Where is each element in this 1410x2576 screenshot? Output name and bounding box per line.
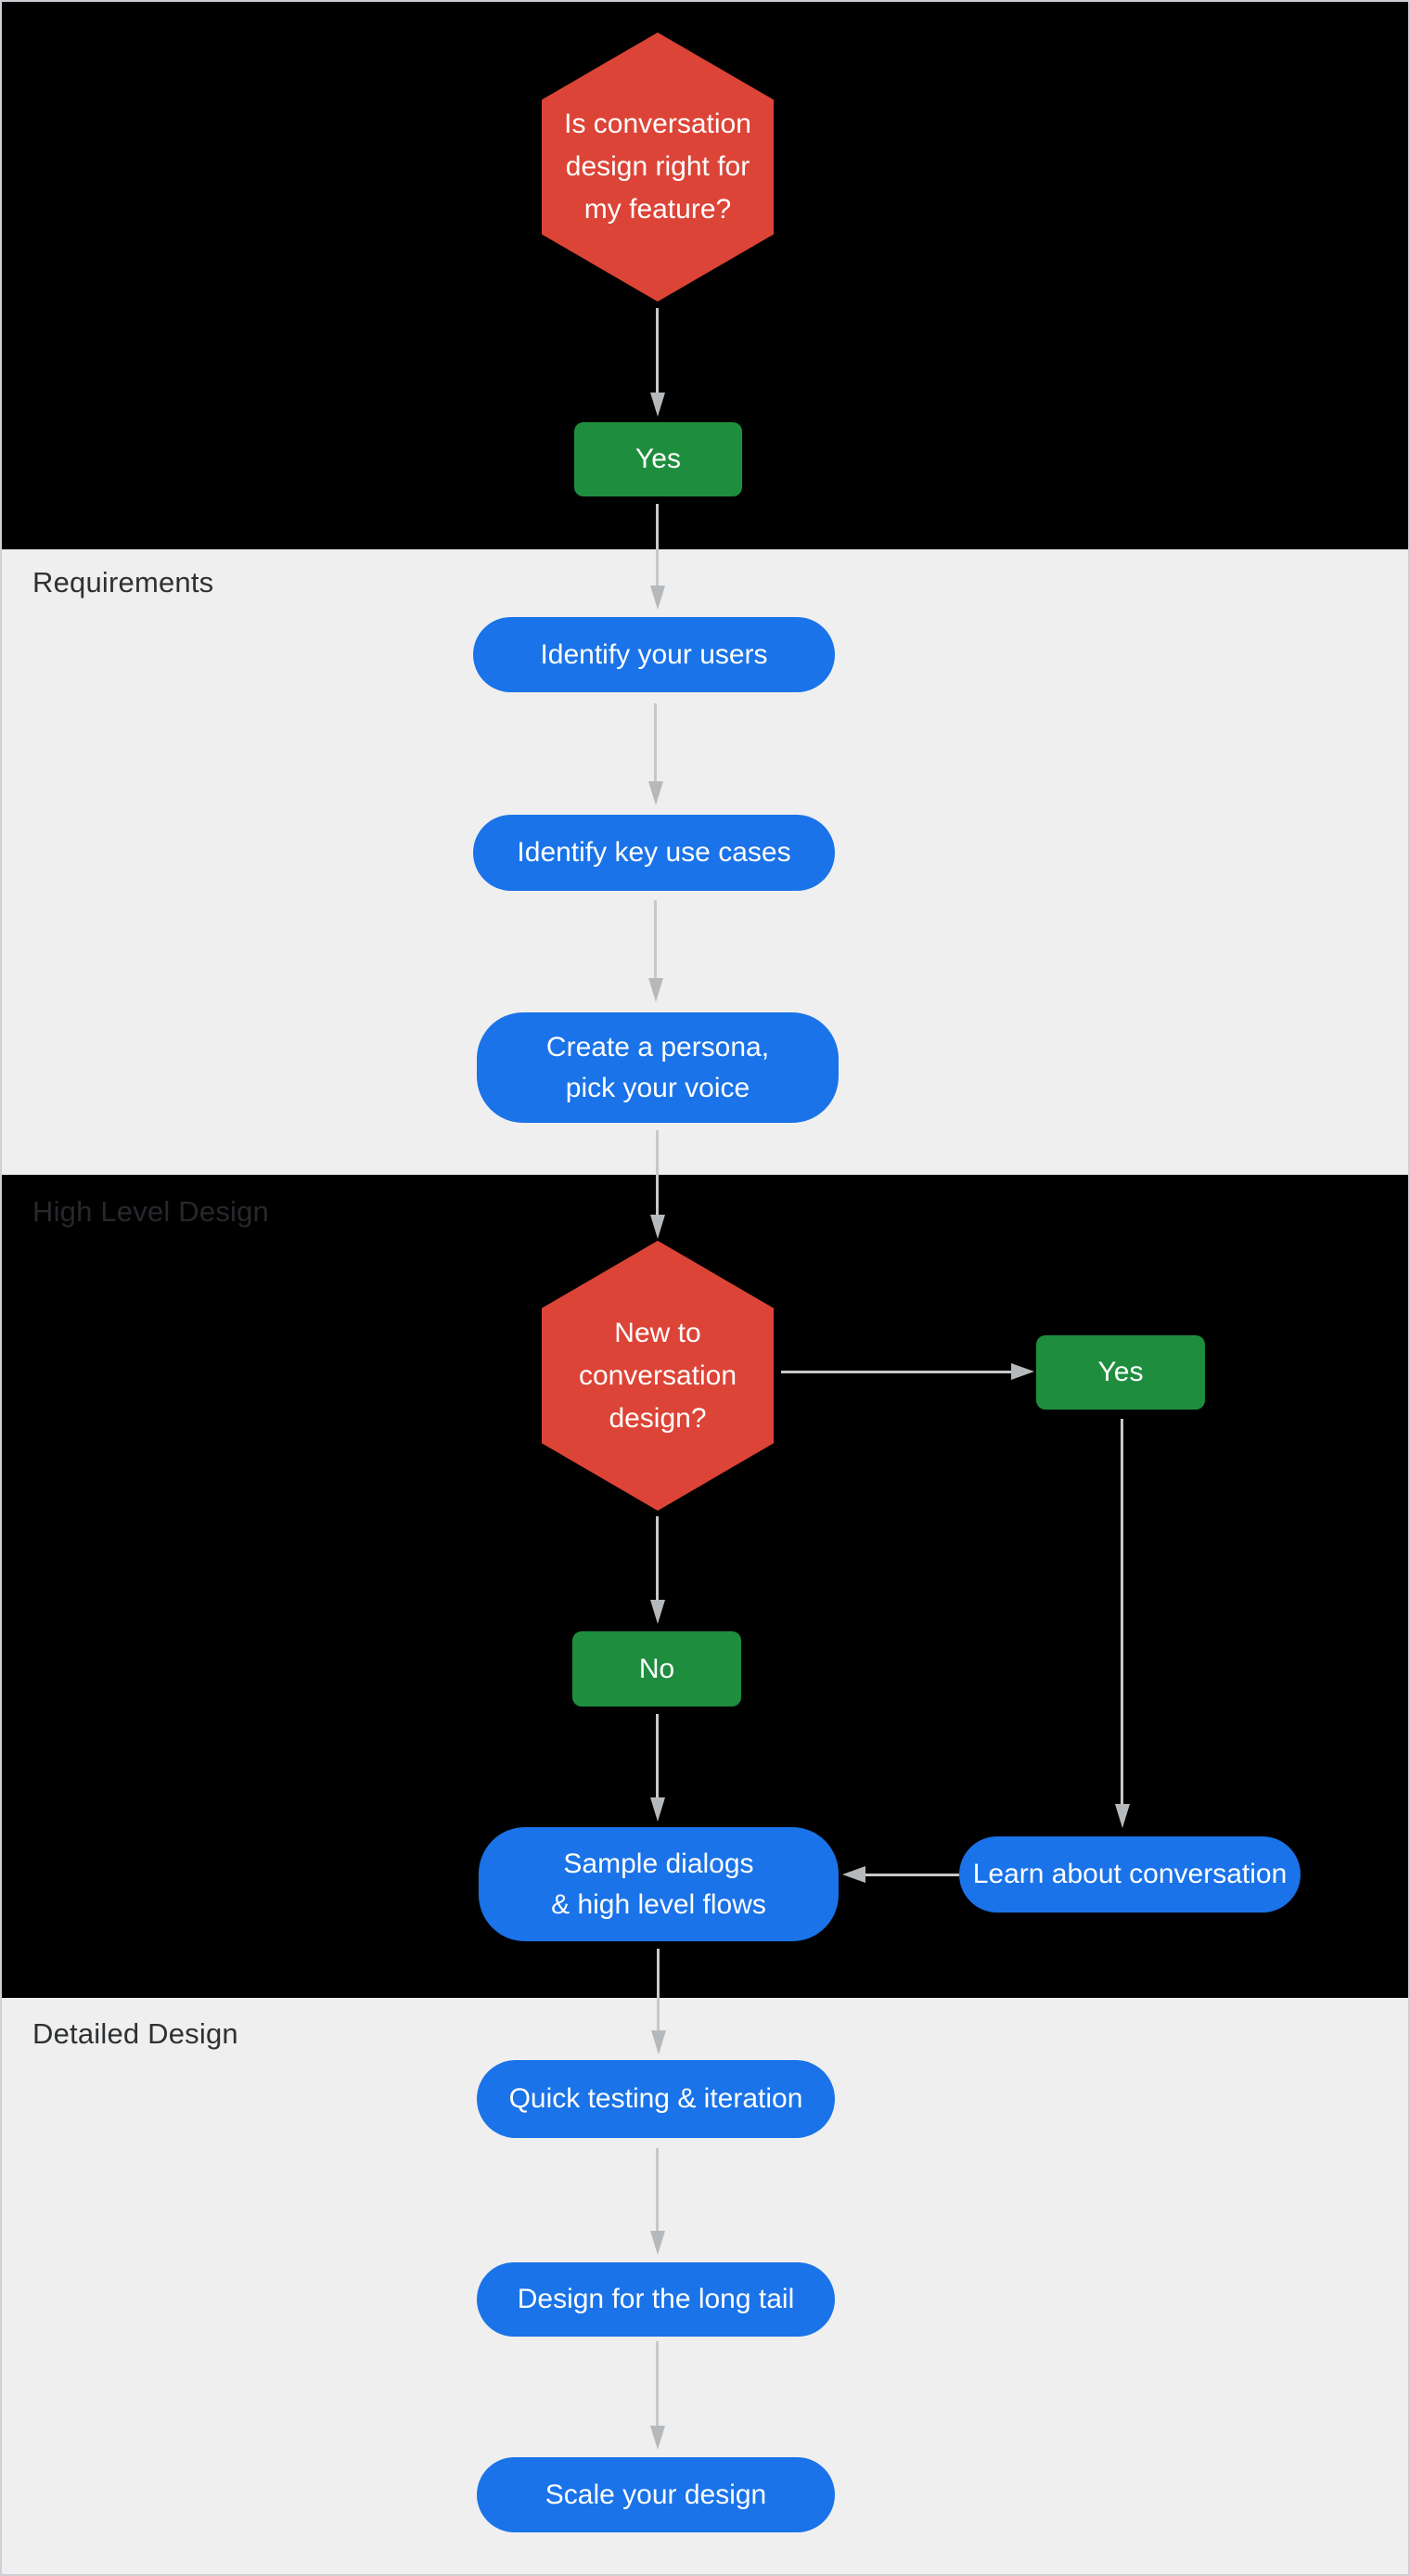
connector-line: [656, 308, 659, 396]
connector-line: [657, 1949, 660, 2034]
step-sample-dialogs-high-level-flows[interactable]: Sample dialogs & high level flows: [479, 1827, 839, 1941]
decision-new-to-conversation-design: New to conversation design?: [542, 1241, 774, 1511]
connector-line: [781, 1371, 1013, 1373]
arrowhead-down-icon: [650, 1600, 665, 1624]
decision-feature-fit: Is conversation design right for my feat…: [542, 32, 774, 302]
connector-line: [1121, 1419, 1123, 1806]
arrowhead-down-icon: [648, 781, 663, 805]
step-identify-key-use-cases[interactable]: Identify key use cases: [473, 815, 835, 891]
connector-line: [654, 900, 657, 982]
connector-line: [656, 1130, 659, 1217]
arrowhead-down-icon: [650, 1215, 665, 1239]
arrowhead-down-icon: [650, 586, 665, 610]
step-learn-about-conversation[interactable]: Learn about conversation: [959, 1836, 1301, 1913]
step-identify-your-users[interactable]: Identify your users: [473, 617, 835, 692]
connector-line: [656, 1714, 659, 1799]
arrowhead-down-icon: [650, 1797, 665, 1822]
arrowhead-down-icon: [650, 2231, 665, 2255]
step-scale-your-design[interactable]: Scale your design: [477, 2457, 835, 2532]
arrowhead-down-icon: [650, 393, 665, 417]
connector-line: [656, 2148, 659, 2235]
arrowhead-down-icon: [650, 2426, 665, 2450]
connector-line: [656, 1516, 659, 1602]
arrowhead-left-icon: [842, 1866, 865, 1883]
connector-line: [863, 1874, 959, 1876]
answer-no-new-to-cd[interactable]: No: [572, 1631, 741, 1707]
connector-line: [656, 504, 659, 589]
connector-line: [656, 2341, 659, 2429]
arrowhead-right-icon: [1011, 1363, 1034, 1380]
arrowhead-down-icon: [651, 2030, 666, 2054]
section-label-requirements: Requirements: [32, 566, 214, 599]
section-label-detailed-design: Detailed Design: [32, 2017, 238, 2050]
answer-yes-new-to-cd[interactable]: Yes: [1036, 1335, 1205, 1410]
step-design-for-the-long-tail[interactable]: Design for the long tail: [477, 2262, 835, 2337]
section-label-high-level-design: High Level Design: [32, 1195, 269, 1228]
answer-yes-feature-fit[interactable]: Yes: [574, 422, 742, 496]
arrowhead-down-icon: [648, 978, 663, 1002]
step-quick-testing-iteration[interactable]: Quick testing & iteration: [477, 2060, 835, 2138]
arrowhead-down-icon: [1115, 1804, 1130, 1828]
step-create-persona-pick-voice[interactable]: Create a persona, pick your voice: [477, 1012, 839, 1123]
connector-line: [654, 703, 657, 785]
